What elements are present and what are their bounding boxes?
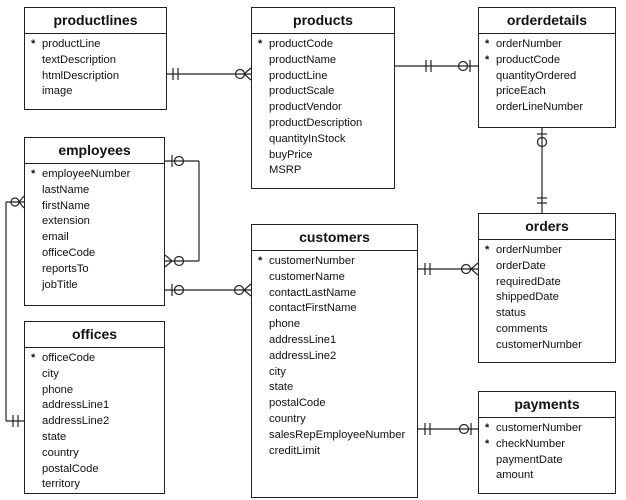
field-customerNumber: customerNumber bbox=[252, 254, 417, 270]
field-city: city bbox=[42, 367, 59, 380]
field-productLine: productLine bbox=[269, 69, 328, 82]
entity-offices[interactable]: offices officeCode city phone addressLin… bbox=[24, 321, 165, 494]
entity-payments[interactable]: payments customerNumber checkNumber paym… bbox=[478, 391, 616, 494]
field-customerNumber: customerNumber bbox=[479, 421, 615, 437]
field-htmlDescription: htmlDescription bbox=[42, 69, 120, 82]
field-productDescription: productDescription bbox=[269, 116, 363, 129]
field-postalCode: postalCode bbox=[269, 397, 326, 410]
field-customerNumber: customerNumber bbox=[496, 338, 582, 351]
field-postalCode: postalCode bbox=[42, 462, 99, 475]
field-buyPrice: buyPrice bbox=[269, 148, 313, 161]
field-city: city bbox=[269, 365, 286, 378]
link-productlines-products bbox=[167, 67, 252, 81]
field-state: state bbox=[42, 430, 67, 443]
field-addressLine2: addressLine2 bbox=[42, 415, 110, 428]
link-products-orderdetails bbox=[395, 60, 478, 72]
field-orderLineNumber: orderLineNumber bbox=[496, 101, 584, 114]
field-productName: productName bbox=[269, 53, 337, 66]
field-list: productLine textDescription htmlDescript… bbox=[25, 34, 166, 100]
field-orderDate: orderDate bbox=[496, 259, 546, 272]
field-country: country bbox=[269, 412, 306, 425]
field-extension: extension bbox=[42, 215, 90, 228]
field-officeCode: officeCode bbox=[42, 246, 96, 259]
field-list: employeeNumber lastName firstName extens… bbox=[25, 164, 164, 293]
field-productVendor: productVendor bbox=[269, 101, 342, 114]
entity-title: employees bbox=[25, 138, 164, 164]
field-contactFirstName: contactFirstName bbox=[269, 302, 357, 315]
field-productLine: productLine bbox=[25, 37, 166, 53]
field-paymentDate: paymentDate bbox=[496, 453, 563, 466]
field-comments: comments bbox=[496, 322, 548, 335]
entity-title: payments bbox=[479, 392, 615, 418]
entity-employees[interactable]: employees employeeNumber lastName firstN… bbox=[24, 137, 165, 306]
field-status: status bbox=[496, 307, 526, 320]
entity-title: offices bbox=[25, 322, 164, 348]
field-list: orderNumber productCode quantityOrdered … bbox=[479, 34, 615, 116]
field-phone: phone bbox=[42, 383, 74, 396]
field-productCode: productCode bbox=[252, 37, 394, 53]
entity-title: orderdetails bbox=[479, 8, 615, 34]
link-customers-payments bbox=[418, 423, 478, 435]
field-priceEach: priceEach bbox=[496, 85, 546, 98]
field-list: customerNumber checkNumber paymentDate a… bbox=[479, 418, 615, 484]
field-territory: territory bbox=[42, 478, 80, 491]
field-employeeNumber: employeeNumber bbox=[25, 167, 164, 183]
field-amount: amount bbox=[496, 469, 534, 482]
entity-productlines[interactable]: productlines productLine textDescription… bbox=[24, 7, 167, 110]
field-orderNumber: orderNumber bbox=[479, 37, 615, 53]
field-email: email bbox=[42, 231, 69, 244]
field-list: orderNumber orderDate requiredDate shipp… bbox=[479, 240, 615, 354]
field-requiredDate: requiredDate bbox=[496, 275, 561, 288]
field-list: officeCode city phone addressLine1 addre… bbox=[25, 348, 164, 493]
field-MSRP: MSRP bbox=[269, 164, 302, 177]
field-firstName: firstName bbox=[42, 199, 90, 212]
field-productScale: productScale bbox=[269, 85, 335, 98]
field-salesRepEmployeeNumber: salesRepEmployeeNumber bbox=[269, 428, 406, 441]
link-customers-orders bbox=[418, 262, 479, 276]
field-shippedDate: shippedDate bbox=[496, 291, 559, 304]
field-state: state bbox=[269, 381, 294, 394]
field-addressLine2: addressLine2 bbox=[269, 349, 337, 362]
field-quantityOrdered: quantityOrdered bbox=[496, 69, 577, 82]
field-list: customerNumber customerName contactLastN… bbox=[252, 251, 417, 459]
link-offices-employees bbox=[5, 195, 25, 427]
entity-orders[interactable]: orders orderNumber orderDate requiredDat… bbox=[478, 213, 616, 363]
link-employees-customers bbox=[165, 283, 252, 297]
field-reportsTo: reportsTo bbox=[42, 262, 89, 275]
field-lastName: lastName bbox=[42, 183, 90, 196]
field-contactLastName: contactLastName bbox=[269, 286, 357, 299]
entity-title: orders bbox=[479, 214, 615, 240]
field-list: productCode productName productLine prod… bbox=[252, 34, 394, 179]
field-quantityInStock: quantityInStock bbox=[269, 132, 346, 145]
entity-orderdetails[interactable]: orderdetails orderNumber productCode qua… bbox=[478, 7, 616, 128]
field-phone: phone bbox=[269, 318, 301, 331]
field-jobTitle: jobTitle bbox=[42, 278, 78, 291]
field-textDescription: textDescription bbox=[42, 53, 116, 66]
field-orderNumber: orderNumber bbox=[479, 243, 615, 259]
field-customerName: customerName bbox=[269, 270, 345, 283]
field-addressLine1: addressLine1 bbox=[269, 333, 337, 346]
entity-title: productlines bbox=[25, 8, 166, 34]
field-creditLimit: creditLimit bbox=[269, 444, 320, 457]
field-officeCode: officeCode bbox=[25, 351, 164, 367]
link-employees-self bbox=[164, 155, 200, 268]
field-productCode: productCode bbox=[479, 53, 615, 69]
field-addressLine1: addressLine1 bbox=[42, 399, 110, 412]
entity-products[interactable]: products productCode productName product… bbox=[251, 7, 395, 189]
field-image: image bbox=[42, 85, 73, 98]
entity-title: products bbox=[252, 8, 394, 34]
field-country: country bbox=[42, 446, 79, 459]
entity-customers[interactable]: customers customerNumber customerName co… bbox=[251, 224, 418, 498]
entity-title: customers bbox=[252, 225, 417, 251]
link-orders-orderdetails bbox=[536, 128, 548, 213]
field-checkNumber: checkNumber bbox=[479, 437, 615, 453]
